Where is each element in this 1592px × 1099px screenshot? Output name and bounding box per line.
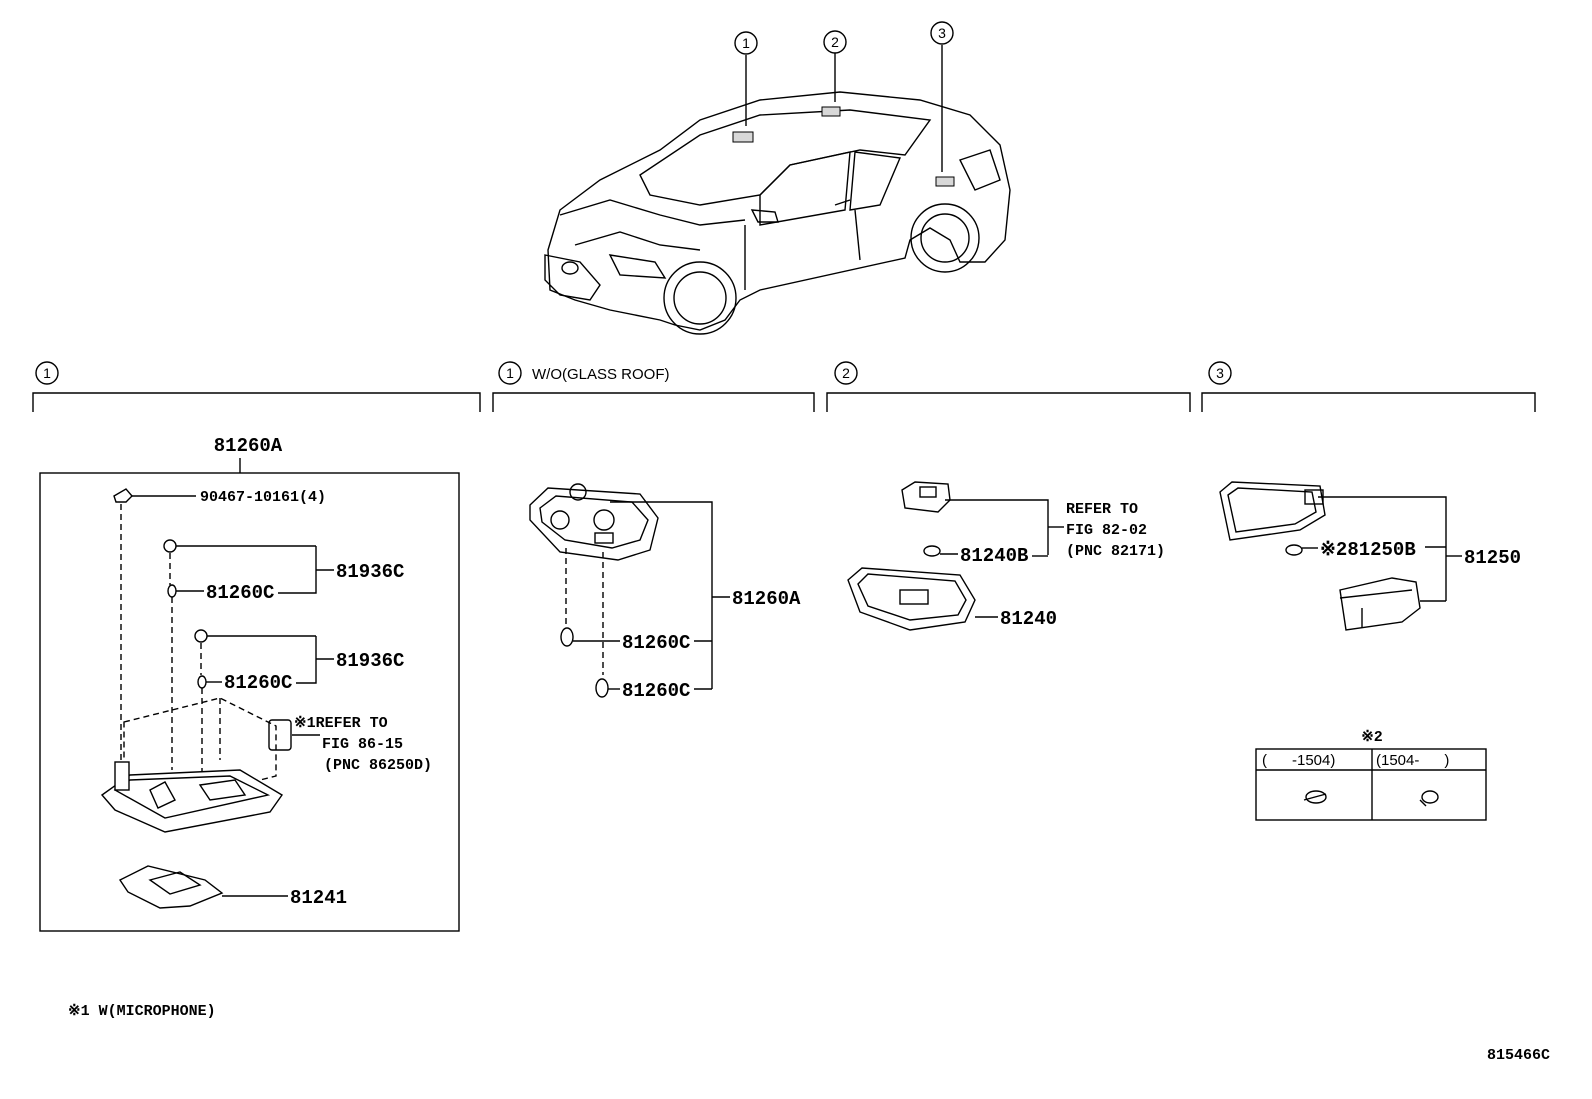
label-81936C-1: 81936C [336, 561, 404, 583]
label-81260A: 81260A [732, 588, 801, 610]
label-81936C-2: 81936C [336, 650, 404, 672]
callout-1-number: 1 [742, 35, 750, 51]
label-81250: 81250 [1464, 547, 1521, 569]
section-2-header: 2 [826, 361, 1191, 412]
section-3-header: 3 [1201, 361, 1536, 412]
bulb-icon-81250B [1285, 544, 1318, 556]
bulb-wedge-icon [1303, 790, 1327, 804]
label-81260C-b: 81260C [622, 680, 690, 702]
label-pnc-82171: (PNC 82171) [1066, 543, 1165, 560]
bulb-icon-b [595, 678, 620, 698]
label-81260C-2: 81260C [224, 672, 292, 694]
table-col-2: (1504- ) [1376, 752, 1449, 769]
section-2-parts: REFER TO FIG 82-02 (PNC 82171) 81240B 81… [847, 481, 1165, 631]
label-81260C-1: 81260C [206, 582, 274, 604]
callout-2-number: 2 [831, 34, 839, 50]
label-81260C-a: 81260C [622, 632, 690, 654]
section-1-header: 1 [32, 361, 481, 412]
bulb-socket-icon [163, 539, 316, 598]
label-fig-82-02: FIG 82-02 [1066, 522, 1147, 539]
bulb-variant-table: ※2 ( -1504) (1504- ) [1255, 729, 1487, 821]
section-1-box: 81260A 90467-10161(4) 81260C 81936C [39, 435, 460, 932]
table-title: ※2 [1361, 729, 1383, 746]
bulb-icon-a [560, 627, 620, 647]
car-illustration [544, 45, 1011, 335]
label-81240B: 81240B [960, 545, 1028, 567]
bulb-round-icon [1419, 790, 1439, 807]
section-3-marker: 3 [1216, 365, 1224, 381]
section-1-marker: 1 [43, 365, 51, 381]
label-mic-ref-2: FIG 86-15 [322, 736, 403, 753]
bulb-socket-icon-2 [194, 629, 316, 689]
callout-3: 3 [930, 21, 954, 45]
label-81240: 81240 [1000, 608, 1057, 630]
callout-2: 2 [823, 30, 847, 54]
connector-icon [901, 481, 951, 513]
section-1b-header: 1 W/O(GLASS ROOF) [492, 361, 815, 412]
lamp-cover-icon [118, 865, 288, 909]
label-81260A-box: 81260A [214, 435, 283, 457]
lamp-lens-icon [1339, 577, 1421, 631]
section-2-marker: 2 [842, 365, 850, 381]
footnote: ※1 W(MICROPHONE) [68, 1003, 216, 1020]
microphone-icon [268, 719, 320, 751]
section-1b-parts: 81260A 81260C 81260C [529, 483, 801, 702]
label-screw: 90467-10161(4) [200, 489, 326, 506]
bulb-icon-81240B [923, 545, 958, 557]
luggage-lamp-icon [1219, 481, 1326, 541]
section-3-parts: 81250 ※281250B ※2 ( -1504) (1504- ) [1219, 481, 1521, 821]
table-col-1: ( -1504) [1262, 752, 1335, 769]
figure-id: 815466C [1487, 1047, 1550, 1064]
label-81250B: ※281250B [1320, 539, 1416, 561]
label-mic-ref-1: ※1REFER TO [294, 715, 388, 732]
callout-1: 1 [734, 31, 758, 55]
lamp-housing-icon [100, 761, 284, 833]
label-refer-to: REFER TO [1066, 501, 1138, 518]
callout-3-number: 3 [938, 25, 946, 41]
screw-icon [113, 488, 196, 503]
section-1b-label: W/O(GLASS ROOF) [532, 366, 670, 383]
map-lamp-icon [529, 483, 659, 561]
section-1b-marker: 1 [506, 365, 514, 381]
label-mic-ref-3: (PNC 86250D) [324, 757, 432, 774]
label-81241: 81241 [290, 887, 347, 909]
room-lamp-icon [847, 567, 976, 631]
